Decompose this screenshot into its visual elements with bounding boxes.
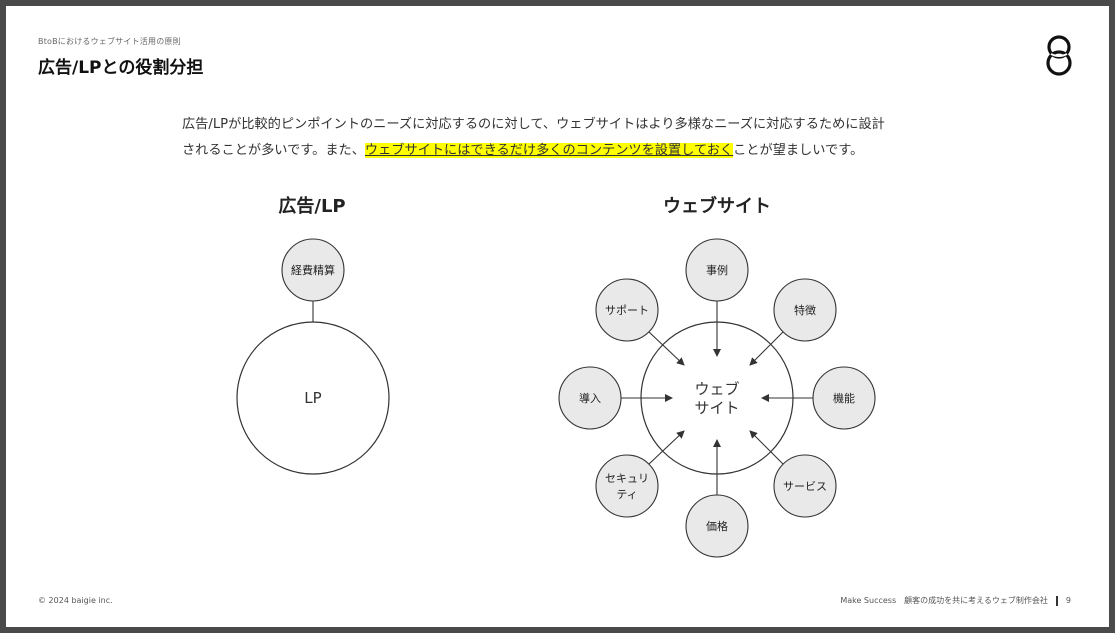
left-diagram-title: 広告/LP [278, 196, 346, 217]
arrow-from-service [749, 430, 784, 465]
node-security-label-line-2: ティ [616, 488, 637, 501]
node-security-label-line-1: セキュリ [605, 472, 649, 485]
node-jirei-label: 事例 [706, 263, 728, 277]
right-diagram: ウェブ サイト 事例 特徴 機能 サービス 価格 セキュリ [558, 238, 876, 558]
intro-line-1: 広告/LPが比較的ピンポイントのニーズに対応するのに対して、ウェブサイトはより多… [182, 117, 885, 132]
arrow-from-support [648, 331, 685, 366]
intro-highlight: ウェブサイトにはできるだけ多くのコンテンツを設置しておく [364, 143, 734, 158]
lp-label: LP [304, 389, 321, 407]
lp-circle [236, 321, 390, 475]
intro-line-2: されることが多いです。また、ウェブサイトにはできるだけ多くのコンテンツを設置して… [182, 138, 962, 164]
node-security [595, 454, 659, 518]
node-service-label: サービス [783, 480, 827, 493]
copyright: © 2024 baigie inc. [38, 596, 113, 605]
node-kakaku-label: 価格 [706, 519, 728, 533]
website-label-line-1: ウェブ [694, 380, 739, 398]
footer-right: Make Success 顧客の成功を共に考えるウェブ制作会社 9 [840, 595, 1071, 606]
arrow-from-security [648, 430, 685, 465]
breadcrumb: BtoBにおけるウェブサイト活用の原則 [38, 37, 181, 46]
node-donyu-label: 導入 [579, 391, 601, 405]
slide: BtoBにおけるウェブサイト活用の原則 広告/LPとの役割分担 広告/LPが比較… [6, 6, 1109, 627]
node-tokucho [773, 278, 837, 342]
page-title: 広告/LPとの役割分担 [38, 58, 204, 78]
footer-divider [1055, 595, 1058, 606]
page-number: 9 [1065, 596, 1071, 605]
diagram-canvas: 経費精算 LP ウェブ サイト 事例 特徴 機能 サービス [236, 238, 876, 558]
intro-line-2-after: ことが望ましいです。 [733, 143, 864, 158]
node-tokucho-label: 特徴 [794, 303, 816, 317]
intro-text: 広告/LPが比較的ピンポイントのニーズに対応するのに対して、ウェブサイトはより多… [182, 112, 962, 164]
node-support [595, 278, 659, 342]
right-diagram-title: ウェブサイト [663, 196, 771, 217]
arrow-from-tokucho [749, 331, 784, 366]
node-support-label: サポート [605, 304, 649, 317]
intro-line-2-before: されることが多いです。また、 [182, 143, 365, 158]
node-kino-label: 機能 [833, 391, 855, 405]
baigie-logo-icon [1046, 35, 1072, 76]
node-keihi-seisan-label: 経費精算 [291, 263, 335, 277]
footer-tagline: Make Success 顧客の成功を共に考えるウェブ制作会社 [840, 596, 1048, 605]
node-service [773, 454, 837, 518]
website-label-line-2: サイト [694, 399, 739, 417]
left-diagram: 経費精算 LP [236, 238, 390, 475]
